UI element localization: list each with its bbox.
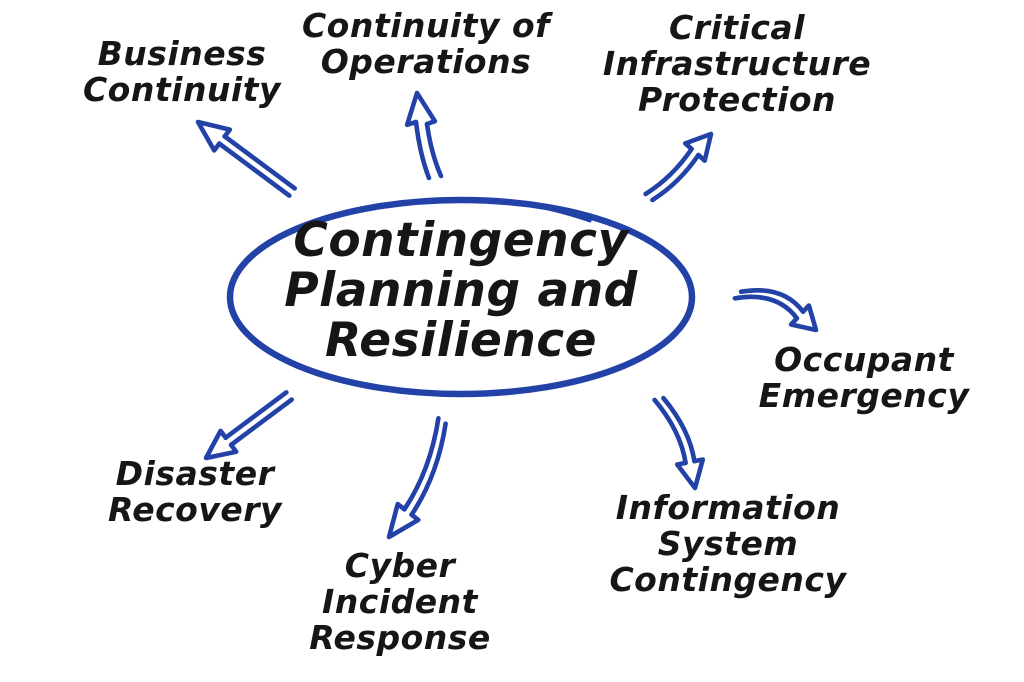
arrow-critical-infrastructure-protection <box>643 131 714 203</box>
node-label-continuity-of-operations: Continuity of Operations <box>301 6 551 81</box>
arrow-cyber-incident-response <box>386 416 448 540</box>
node-label-information-system-contingency: Information System Contingency <box>609 488 847 599</box>
node-label-occupant-emergency: Occupant Emergency <box>758 340 970 415</box>
arrow-information-system-contingency <box>652 395 706 491</box>
center-label-contingency-planning-and-resilience: Contingency Planning and Resilience <box>284 213 638 368</box>
arrow-continuity-of-operations <box>404 90 444 181</box>
node-label-disaster-recovery: Disaster Recovery <box>107 454 283 529</box>
arrow-business-continuity <box>195 119 297 198</box>
node-label-business-continuity: Business Continuity <box>82 34 282 109</box>
node-label-critical-infrastructure-protection: Critical Infrastructure Protection <box>602 8 872 119</box>
arrow-occupant-emergency <box>732 287 819 333</box>
center-ellipse <box>226 196 696 398</box>
arrow-disaster-recovery <box>203 390 294 461</box>
node-label-cyber-incident-response: Cyber Incident Response <box>309 546 491 657</box>
